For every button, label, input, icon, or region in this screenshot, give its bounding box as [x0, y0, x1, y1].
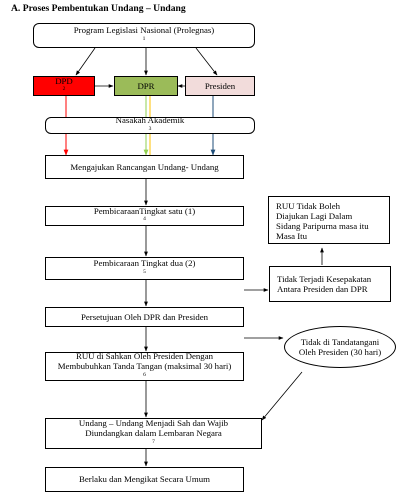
tidak-sepakat-line-1: Tidak Terjadi Kesepakatan — [277, 273, 372, 284]
ruu-tidak-boleh-line-3: Sidang Paripurna masa itu — [276, 221, 369, 232]
mengajukan-ruu-label: Mengajukan Rancangan Undang- Undang — [70, 161, 219, 172]
ruu-tidak-boleh-line-1: RUU Tidak Boleh — [276, 201, 341, 211]
tidak-ttd-line-1: Tidak di Tandatangani — [300, 336, 380, 347]
tingkat-dua-box: Pembicaraan Tingkat dua (2)5 — [45, 257, 244, 280]
tingkat-dua-label: Pembicaraan Tingkat dua (2) — [93, 258, 196, 269]
footnote-marker: 7 — [152, 438, 155, 445]
ruu-tidak-boleh-line-4: Masa Itu — [276, 231, 308, 242]
persetujuan-label: Persetujuan Oleh DPR dan Presiden — [80, 311, 209, 322]
footnote-marker: 2 — [62, 86, 66, 93]
arrow-prolegnas-dpd — [75, 47, 96, 76]
presiden-box: Presiden — [185, 76, 255, 96]
wajib-diundangkan-box: Undang – Undang Menjadi Sah dan Wajib Di… — [45, 418, 262, 449]
ruu-tidak-boleh-line-2: Diajukan Lagi Dalam — [276, 211, 353, 222]
dpr-label: DPR — [137, 80, 155, 91]
dpd-label: DPD — [55, 75, 73, 86]
tidak-ditandatangani-box: Tidak di Tandatangani Oleh Presiden (30 … — [284, 326, 396, 368]
presiden-label: Presiden — [204, 80, 236, 91]
mengajukan-ruu-box: Mengajukan Rancangan Undang- Undang — [45, 155, 244, 179]
wajib-line-2: Diundangkan dalam Lembaran Negara — [85, 428, 222, 439]
section-heading: A. Proses Pembentukan Undang – Undang — [11, 3, 186, 14]
footnote-marker: 6 — [143, 371, 146, 378]
tingkat-satu-box: PembicaraanTingkat satu (1)4 — [45, 206, 244, 226]
tingkat-satu-label: PembicaraanTingkat satu (1) — [93, 205, 196, 216]
tidak-sepakat-box: Tidak Terjadi Kesepakatan Antara Preside… — [269, 266, 391, 302]
prolegnas-box: Program Legislasi Nasional (Prolegnas)1 — [33, 23, 255, 48]
berlaku-label: Berlaku dan Mengikat Secara Umum — [79, 474, 210, 485]
footnote-marker: 3 — [148, 125, 152, 132]
footnote-marker: 4 — [143, 216, 146, 223]
berlaku-box: Berlaku dan Mengikat Secara Umum — [45, 467, 244, 492]
prolegnas-label: Program Legislasi Nasional (Prolegnas) — [73, 25, 215, 36]
footnote-marker: 1 — [142, 35, 146, 42]
footnote-marker: 5 — [143, 268, 146, 275]
naskah-akademik-label: Nasakah Akademik — [115, 115, 185, 126]
arrow-prolegnas-presiden — [195, 47, 218, 76]
arrow-tidak-ttd-wajib — [261, 371, 303, 421]
tidak-ttd-line-2: Oleh Presiden (30 hari) — [298, 347, 382, 357]
disahkan-line-2: Membubuhkan Tanda Tangan (maksimal 30 ha… — [57, 361, 232, 372]
persetujuan-box: Persetujuan Oleh DPR dan Presiden — [45, 307, 244, 327]
wajib-line-1: Undang – Undang Menjadi Sah dan Wajib — [78, 418, 229, 429]
disahkan-box: RUU di Sahkan Oleh Presiden Dengan Membu… — [45, 351, 244, 381]
tidak-sepakat-line-2: Antara Presiden dan DPR — [277, 284, 368, 294]
dpr-box: DPR — [114, 76, 178, 96]
disahkan-line-1: RUU di Sahkan Oleh Presiden Dengan — [75, 351, 214, 362]
ruu-tidak-boleh-box: RUU Tidak Boleh Diajukan Lagi Dalam Sida… — [268, 196, 390, 244]
